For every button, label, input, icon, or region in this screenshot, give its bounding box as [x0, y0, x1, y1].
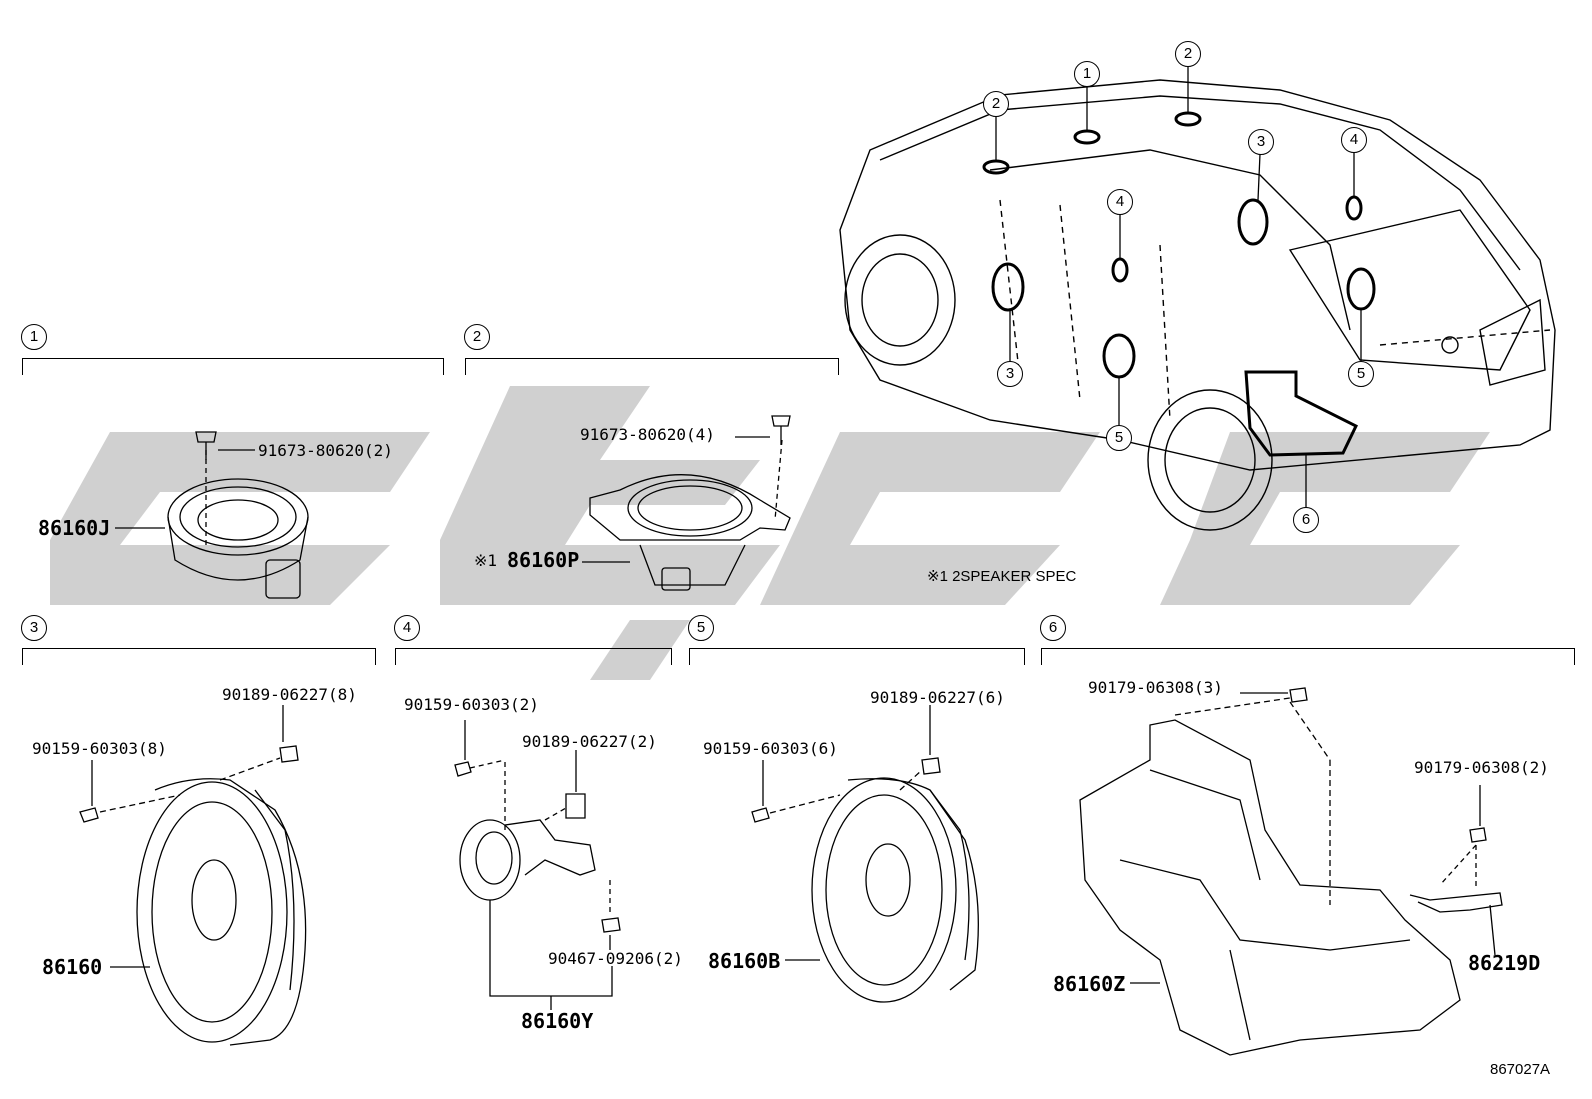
part-number-speaker: 86160P [507, 548, 580, 572]
spec-note: ※1 2SPEAKER SPEC [927, 568, 1077, 585]
part-number-bolt: 91673-80620(2) [258, 441, 393, 460]
part-number-speaker: 86160Y [521, 1009, 594, 1033]
part-number-speaker: 86160 [42, 955, 103, 979]
section-3-bracket [22, 648, 376, 665]
tweeter-86160Y [454, 720, 621, 1010]
part-number-speaker: 86160J [38, 516, 111, 540]
part-number-subwoofer: 86160Z [1053, 972, 1126, 996]
callout-car-1: 1 [1074, 61, 1100, 87]
part-number-screw: 90159-60303(2) [404, 695, 539, 714]
callout-car-4-right: 4 [1341, 127, 1367, 153]
diagram-id: 867027A [1490, 1061, 1551, 1078]
part-number-speaker: 86160B [708, 949, 781, 973]
section-3-number: 3 [21, 615, 47, 641]
callout-car-2-right: 2 [1175, 41, 1201, 67]
part-number-nut: 90179-06308(2) [1414, 758, 1549, 777]
part-number-clip: 90189-06227(2) [522, 732, 657, 751]
part-number-nut: 90467-09206(2) [548, 949, 683, 968]
callout-car-5-right: 5 [1348, 361, 1374, 387]
bracket-86219D [1409, 785, 1503, 956]
part-number-bolt: 91673-80620(4) [580, 425, 715, 444]
section-4-bracket [395, 648, 672, 665]
section-5-number: 5 [688, 615, 714, 641]
spec-marker: ※1 [474, 551, 498, 570]
section-5-bracket [689, 648, 1025, 665]
speaker-86160B [751, 705, 979, 1003]
part-number-nut: 90179-06308(3) [1088, 678, 1223, 697]
callout-car-3-left: 3 [997, 361, 1023, 387]
section-4-number: 4 [394, 615, 420, 641]
section-1-number: 1 [21, 324, 47, 350]
speaker-86160P [582, 415, 791, 591]
part-number-clip: 90189-06227(6) [870, 688, 1005, 707]
callout-car-2-left: 2 [983, 91, 1009, 117]
tweeter-86160J [115, 431, 309, 599]
section-6-number: 6 [1040, 615, 1066, 641]
part-number-screw: 90159-60303(6) [703, 739, 838, 758]
part-number-clip: 90189-06227(8) [222, 685, 357, 704]
section-2-number: 2 [464, 324, 490, 350]
callout-car-3-right: 3 [1248, 129, 1274, 155]
callout-car-6: 6 [1293, 507, 1319, 533]
section-2-bracket [465, 358, 839, 375]
subwoofer-86160Z [1079, 687, 1461, 1056]
callout-car-4-left: 4 [1107, 189, 1133, 215]
speaker-86160 [79, 705, 307, 1046]
callout-car-5-left: 5 [1106, 425, 1132, 451]
section-1-bracket [22, 358, 444, 375]
part-number-screw: 90159-60303(8) [32, 739, 167, 758]
part-number-bracket: 86219D [1468, 951, 1541, 975]
section-6-bracket [1041, 648, 1575, 665]
